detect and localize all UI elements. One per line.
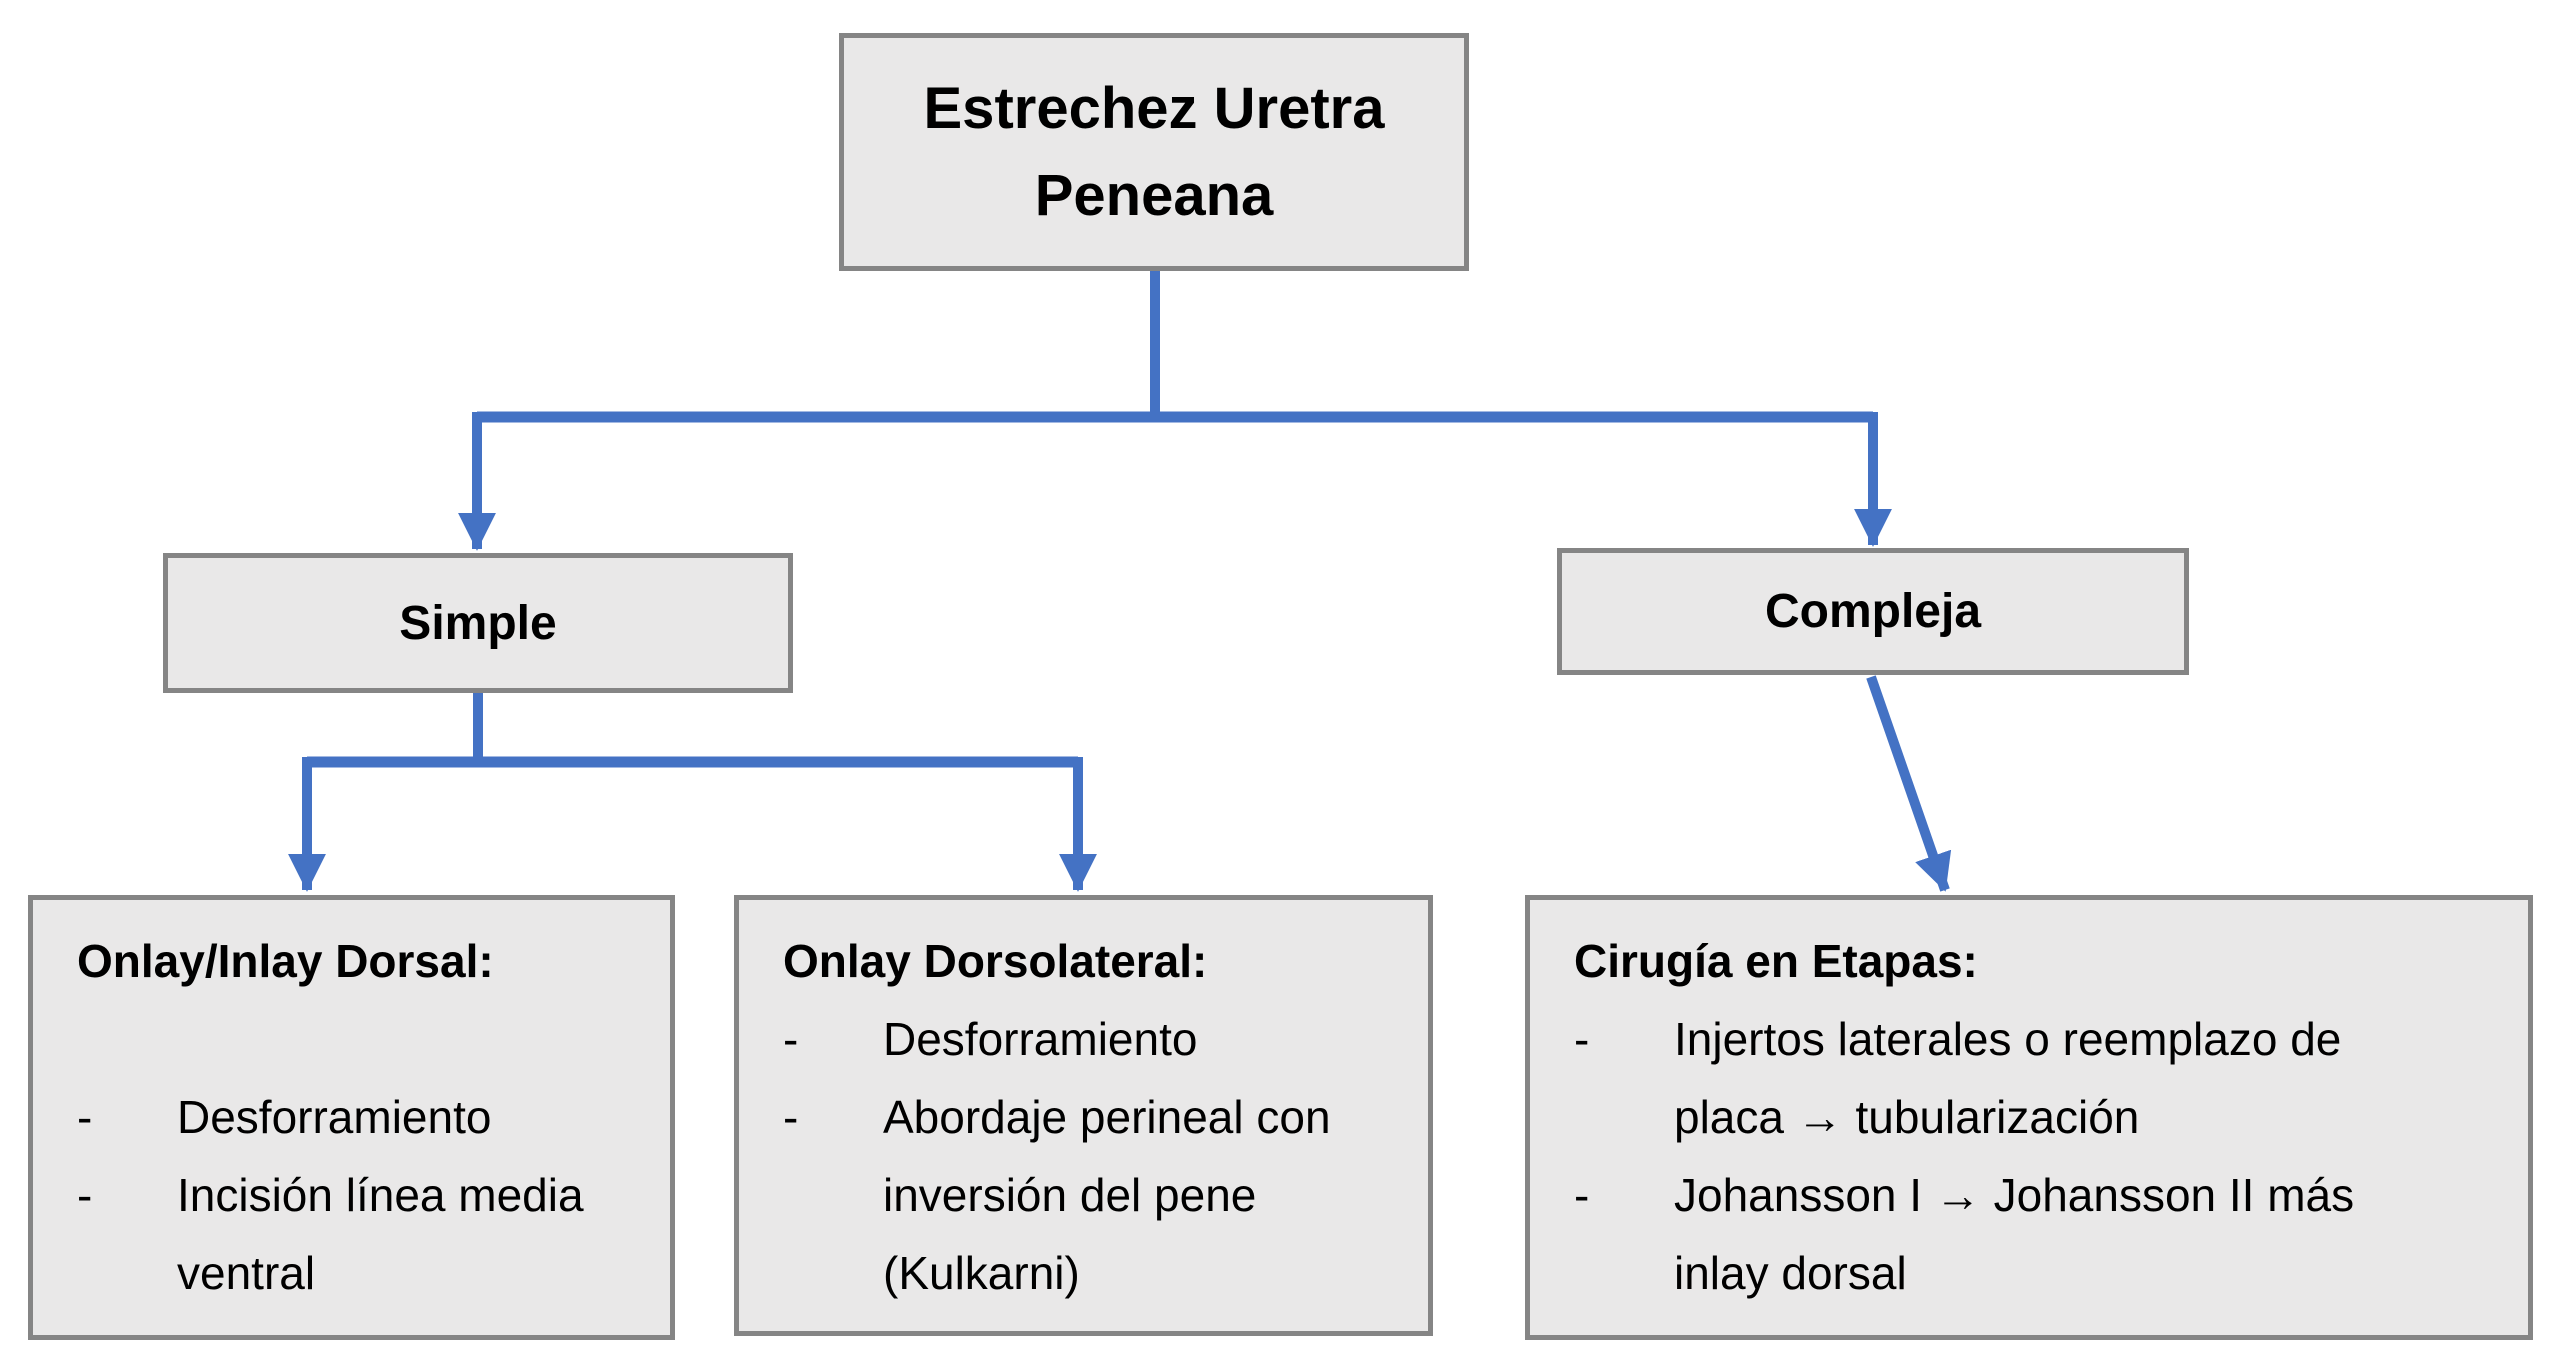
bullet-dash: - — [1574, 1013, 1590, 1065]
node-root: Estrechez Uretra Peneana — [839, 33, 1469, 271]
list-item-line: Injertos laterales o reemplazo de — [1674, 1013, 2342, 1065]
list-item-line: inlay dorsal — [1674, 1247, 1907, 1299]
node-root-label: Estrechez Uretra Peneana — [923, 76, 1385, 228]
list-item: - Johansson I → Johansson II más inlay d… — [1574, 1156, 2500, 1312]
list-item: - Incisión línea media ventral — [77, 1156, 642, 1312]
list-item: - Desforramiento — [77, 1078, 642, 1156]
arrow-to-cirugia-en-etapas — [1866, 675, 1952, 892]
blank-line — [77, 1000, 642, 1078]
node-cirugia-en-etapas: Cirugía en Etapas: - Injertos laterales … — [1525, 895, 2533, 1340]
bullet-dash: - — [77, 1169, 93, 1221]
list-item-line: Abordaje perineal con — [883, 1091, 1331, 1143]
list-item: - Abordaje perineal con inversión del pe… — [783, 1078, 1400, 1312]
list-item-line: Desforramiento — [883, 1013, 1198, 1065]
leaf-title: Onlay Dorsolateral: — [783, 935, 1208, 987]
list-item: - Injertos laterales o reemplazo de plac… — [1574, 1000, 2500, 1156]
list-item-line: inversión del pene — [883, 1169, 1257, 1221]
list-item-line: Desforramiento — [177, 1091, 492, 1143]
node-simple: Simple — [163, 553, 793, 693]
list-item-line: placa → tubularización — [1674, 1091, 2140, 1143]
node-simple-label: Simple — [399, 596, 557, 650]
list-item-line: Johansson I → Johansson II más — [1674, 1169, 2355, 1221]
leaf-title: Cirugía en Etapas: — [1574, 935, 1978, 987]
list-item-line: ventral — [177, 1247, 316, 1299]
bullet-dash: - — [1574, 1169, 1590, 1221]
list-item-line: Incisión línea media — [177, 1169, 584, 1221]
node-compleja: Compleja — [1557, 548, 2189, 675]
node-onlay-inlay-dorsal: Onlay/Inlay Dorsal: - Desforramiento - I… — [28, 895, 675, 1340]
bullet-dash: - — [783, 1091, 799, 1143]
list-item-line: (Kulkarni) — [883, 1247, 1080, 1299]
node-compleja-label: Compleja — [1764, 585, 1982, 638]
bullet-dash: - — [77, 1091, 93, 1143]
bullet-dash: - — [783, 1013, 799, 1065]
node-onlay-dorsolateral: Onlay Dorsolateral: - Desforramiento - A… — [734, 895, 1433, 1336]
list-item: - Desforramiento — [783, 1000, 1400, 1078]
leaf-title: Onlay/Inlay Dorsal: — [77, 935, 494, 987]
